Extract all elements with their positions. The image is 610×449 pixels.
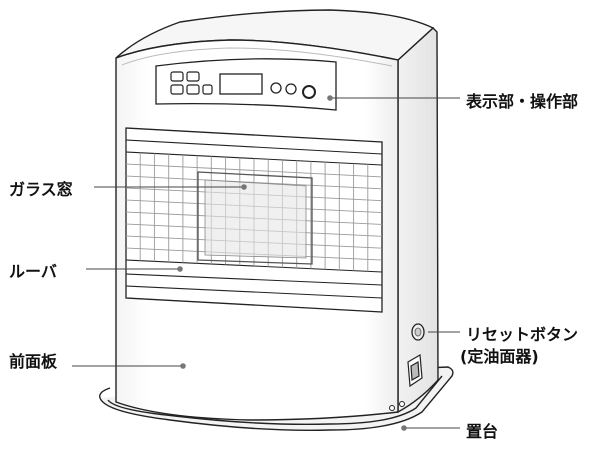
display-panel-label: 表示部・操作部 xyxy=(466,92,579,111)
power-button[interactable] xyxy=(302,85,316,99)
reset-button-sublabel: (定油面器) xyxy=(460,347,539,366)
front-panel-label: 前面板 xyxy=(9,352,58,371)
side-vent xyxy=(407,354,423,388)
feet xyxy=(389,401,405,411)
control-button[interactable] xyxy=(186,71,200,82)
base-label: 置台 xyxy=(466,422,499,441)
glass-window xyxy=(197,171,313,265)
round-button[interactable] xyxy=(285,83,297,95)
round-button[interactable] xyxy=(270,82,282,94)
louver-grille xyxy=(125,127,383,313)
leader-dots xyxy=(177,95,407,431)
control-button[interactable] xyxy=(170,84,184,95)
control-panel xyxy=(155,58,337,111)
control-button[interactable] xyxy=(170,71,184,82)
control-button[interactable] xyxy=(186,84,200,95)
glass-window-label: ガラス窓 xyxy=(9,180,73,199)
display-screen xyxy=(219,73,263,95)
leader-lines xyxy=(72,97,460,429)
control-button[interactable] xyxy=(202,84,213,95)
heater-side-panel xyxy=(397,27,439,414)
reset-button-label: リセットボタン xyxy=(466,325,579,344)
reset-button-icon[interactable] xyxy=(411,323,425,341)
louver-label: ルーバ xyxy=(9,262,57,281)
